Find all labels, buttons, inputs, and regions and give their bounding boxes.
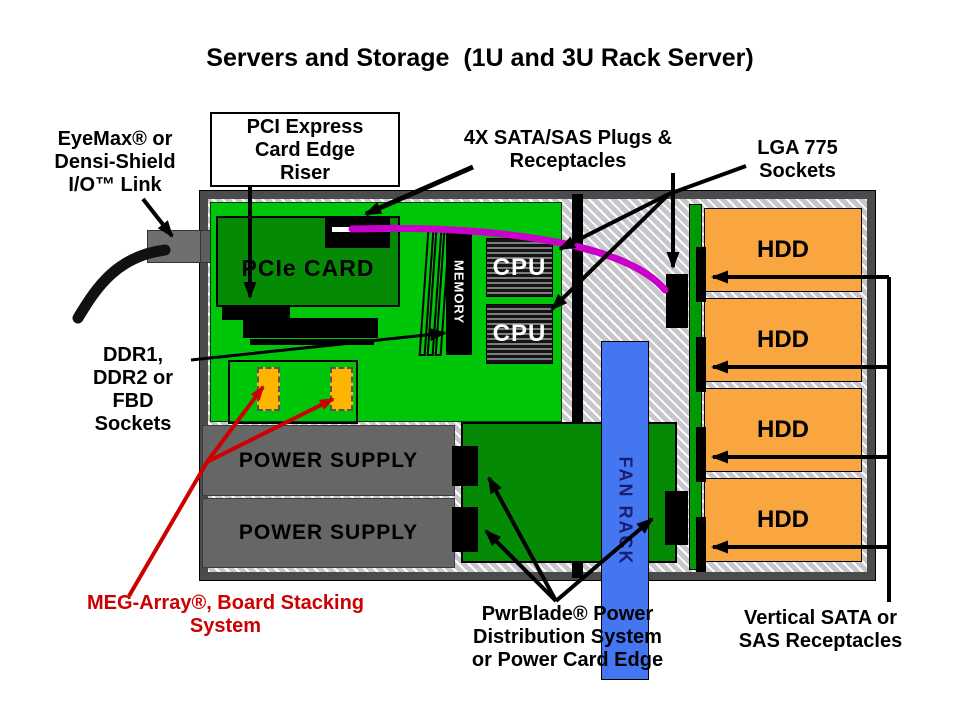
callout-eyemax: EyeMax® or Densi-Shield I/O™ Link [54, 128, 176, 196]
callout-sata-plugs: 4X SATA/SAS Plugs & Receptacles [463, 127, 673, 172]
hdd-label: HDD [757, 506, 809, 533]
ddr-socket [257, 367, 280, 411]
hdd-bay-3: HDD [704, 388, 862, 472]
meg-array-stem [127, 460, 209, 598]
card-edge-riser-slot [250, 339, 374, 345]
hdd-bay-2: HDD [704, 298, 862, 382]
power-supply-label: POWER SUPPLY [238, 521, 419, 544]
fan-rack: FAN RACK [601, 341, 649, 680]
power-supply-label: POWER SUPPLY [238, 448, 419, 472]
fan-rack-label: FAN RACK [615, 456, 636, 565]
card-edge-riser-board [243, 318, 378, 338]
pcie-card-label: PCIe CARD [241, 255, 375, 281]
hdd-label: HDD [757, 326, 809, 353]
sata-plug-card-edge [332, 227, 390, 232]
card-edge-riser [222, 307, 290, 320]
hdd-connector [696, 247, 706, 302]
cpu-label: CPU [492, 320, 547, 347]
hdd-label: HDD [757, 236, 809, 263]
hdd-bay-1: HDD [704, 208, 862, 292]
hdd-label: HDD [757, 416, 809, 443]
memory-label: MEMORY [451, 259, 467, 324]
memory-bank: MEMORY [446, 228, 472, 355]
hdd-connector [696, 337, 706, 392]
pwrblade-connector-2 [452, 507, 478, 552]
hdd-bay-4: HDD [704, 478, 862, 562]
sata-receptacle-connector [666, 274, 688, 328]
power-card-edge-connector [665, 491, 688, 545]
callout-lga-sockets: LGA 775 Sockets [757, 137, 838, 182]
power-supply-2: POWER SUPPLY [202, 498, 455, 568]
callout-meg-array: MEG-Array®, Board Stacking System [86, 592, 365, 637]
cpu-socket-1: CPU [486, 238, 553, 297]
pwrblade-connector-1 [452, 446, 478, 486]
callout-pci-riser: PCI Express Card Edge Riser [210, 112, 400, 187]
ddr-socket [330, 367, 353, 411]
chassis-divider [572, 194, 583, 578]
hdd-connector [696, 427, 706, 482]
callout-vertical-sata: Vertical SATA or SAS Receptacles [738, 607, 903, 652]
sata-plug-connector [325, 216, 390, 248]
cpu-label: CPU [492, 253, 547, 281]
hdd-connector [696, 517, 706, 572]
page-title: Servers and Storage (1U and 3U Rack Serv… [206, 44, 754, 72]
callout-ddr-sockets: DDR1, DDR2 or FBD Sockets [92, 344, 173, 435]
cpu-socket-2: CPU [486, 304, 553, 364]
callout-pwrblade: PwrBlade® Power Distribution System or P… [471, 603, 664, 671]
power-supply-1: POWER SUPPLY [202, 425, 455, 496]
